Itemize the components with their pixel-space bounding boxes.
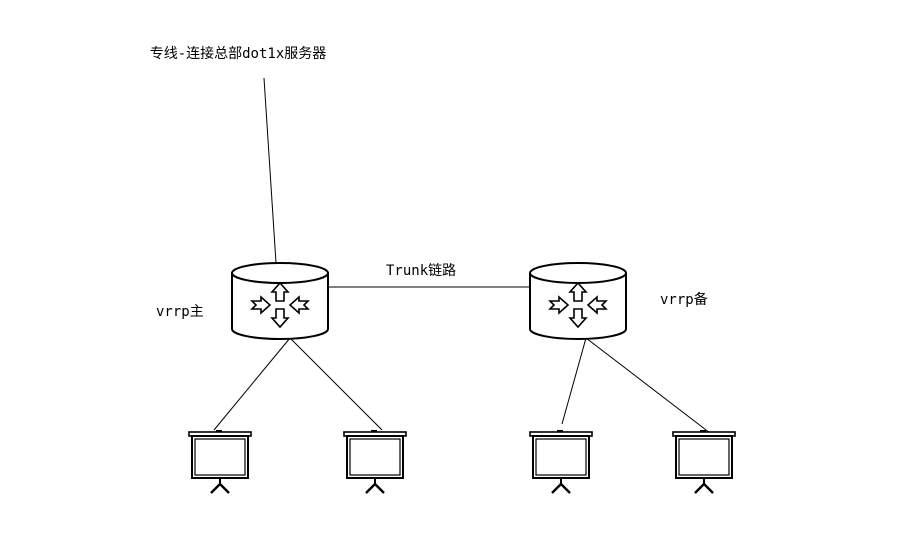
vrrp-master-label: vrrp主 — [156, 304, 204, 320]
projection-screen-icon — [528, 428, 594, 495]
vrrp-backup-label: vrrp备 — [660, 292, 708, 308]
uplink-label: 专线-连接总部dot1x服务器 — [149, 46, 327, 62]
router-cylinder-icon — [529, 262, 627, 340]
router-master[interactable] — [231, 262, 329, 340]
projection-screen-icon — [671, 428, 737, 495]
screen-2[interactable] — [342, 428, 408, 495]
link-backup-screen-4 — [585, 337, 711, 434]
screen-4[interactable] — [671, 428, 737, 495]
uplink-line — [263, 77, 277, 264]
screen-1[interactable] — [187, 428, 253, 495]
projection-screen-icon — [187, 428, 253, 495]
link-backup-screen-3 — [561, 337, 587, 425]
projection-screen-icon — [342, 428, 408, 495]
link-master-screen-2 — [289, 337, 383, 431]
trunk-link-label: Trunk链路 — [386, 263, 457, 279]
router-cylinder-icon — [231, 262, 329, 340]
link-master-screen-1 — [213, 337, 291, 431]
screen-3[interactable] — [528, 428, 594, 495]
router-backup[interactable] — [529, 262, 627, 340]
